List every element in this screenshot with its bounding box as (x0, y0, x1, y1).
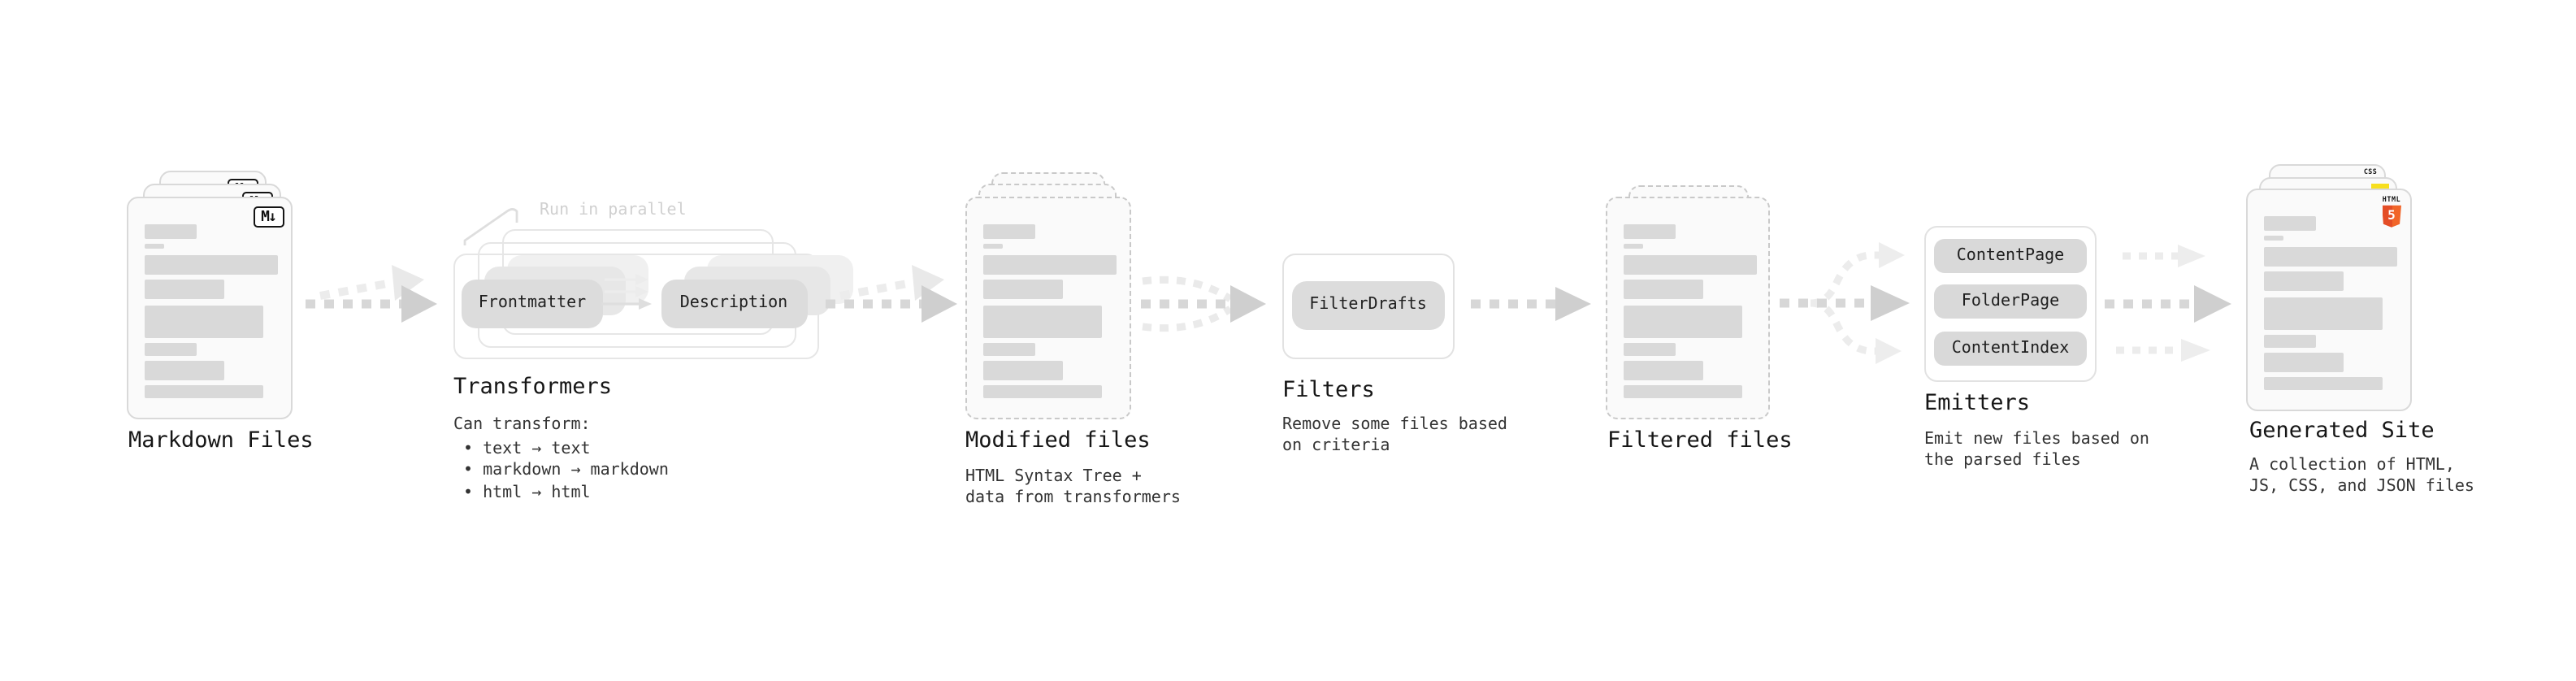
modified-files-title: Modified files (965, 427, 1151, 453)
text-line-placeholder (2264, 271, 2343, 291)
flow-arrow-light-icon (2116, 339, 2210, 362)
filter-drafts-pill: FilterDrafts (1292, 280, 1444, 329)
text-line-placeholder (145, 305, 262, 337)
transformers-heading: Can transform: (453, 416, 591, 434)
transformers-title: Transformers (453, 374, 613, 400)
flow-arrow-icon (2105, 285, 2231, 323)
filters-title: Filters (1282, 377, 1375, 403)
emitter-content-index-pill: ContentIndex (1934, 331, 2087, 365)
text-line-placeholder (2264, 334, 2316, 348)
emitter-content-page-pill: ContentPage (1934, 238, 2087, 272)
flow-arrow-parallel-icon (306, 265, 437, 323)
run-in-parallel-note: Run in parallel (540, 202, 687, 219)
emitters-description: Emit new files based on the parsed files (1924, 431, 2149, 472)
markdown-icon: M↓ (253, 206, 284, 227)
description-line: Emit new files based on (1924, 431, 2149, 449)
text-line-placeholder (1624, 305, 1741, 337)
description-line: A collection of HTML, (2249, 457, 2455, 475)
text-line-placeholder (1624, 243, 1642, 248)
html5-logo-icon: HTML 5 (2381, 196, 2402, 228)
text-line-placeholder (1624, 224, 1676, 238)
flow-arrow-icon (1471, 287, 1591, 321)
text-line-placeholder (2264, 377, 2382, 390)
text-line-placeholder (145, 342, 197, 356)
modified-file-card-front (965, 197, 1131, 419)
transformer-frontmatter-pill: Frontmatter (462, 279, 603, 327)
description-line: the parsed files (1924, 451, 2081, 470)
flow-arrow-parallel-icon (826, 265, 957, 323)
text-line-placeholder (1624, 280, 1702, 299)
filtered-files-title: Filtered files (1607, 427, 1793, 453)
text-line-placeholder (2264, 235, 2283, 240)
text-line-placeholder (2264, 353, 2343, 372)
text-line-placeholder (145, 243, 163, 248)
generated-html-file-card: HTML 5 (2246, 189, 2412, 411)
emitter-folder-page-pill: FolderPage (1934, 284, 2087, 319)
bullet-item: • markdown → markdown (463, 462, 669, 480)
bullet-item: • text → text (463, 440, 591, 458)
text-line-placeholder (1624, 361, 1702, 380)
text-line-placeholder (145, 385, 262, 398)
text-line-placeholder (983, 243, 1002, 248)
bullet-item: • html → html (463, 484, 591, 502)
flow-arrow-converge-icon (1141, 275, 1266, 332)
generated-site-title: Generated Site (2249, 418, 2435, 444)
text-line-placeholder (2264, 247, 2397, 267)
flow-arrow-fanout-icon (1780, 242, 1910, 364)
filtered-file-card-front (1606, 197, 1770, 419)
text-line-placeholder (1624, 385, 1741, 398)
text-line-placeholder (983, 280, 1062, 299)
filters-description: Remove some files based on criteria (1282, 416, 1507, 458)
markdown-files-title: Markdown Files (128, 427, 314, 453)
text-line-placeholder (145, 280, 223, 299)
text-line-placeholder (983, 342, 1035, 356)
text-line-placeholder (145, 224, 197, 238)
description-line: HTML Syntax Tree + (965, 468, 1142, 486)
flow-arrow-light-icon (2123, 245, 2205, 267)
emitters-title: Emitters (1924, 390, 2031, 416)
transformers-bullet-list: • text → text • markdown → markdown • ht… (453, 439, 669, 504)
text-line-placeholder (145, 361, 223, 380)
description-line: Remove some files based (1282, 416, 1507, 434)
description-line: on criteria (1282, 436, 1390, 455)
text-line-placeholder (983, 385, 1101, 398)
text-line-placeholder (2264, 216, 2316, 230)
text-line-placeholder (983, 255, 1117, 275)
text-line-placeholder (983, 361, 1062, 380)
description-line: data from transformers (965, 488, 1181, 507)
transformer-description-pill: Description (661, 279, 807, 327)
text-line-placeholder (983, 305, 1101, 337)
text-line-placeholder (1624, 255, 1757, 275)
js-file-icon (2371, 184, 2389, 193)
generated-site-description: A collection of HTML, JS, CSS, and JSON … (2249, 457, 2474, 498)
description-line: JS, CSS, and JSON files (2249, 477, 2474, 496)
text-line-placeholder (983, 224, 1035, 238)
text-line-placeholder (2264, 297, 2382, 329)
markdown-file-card-front: M↓ (127, 197, 293, 419)
modified-files-description: HTML Syntax Tree + data from transformer… (965, 468, 1181, 510)
text-line-placeholder (1624, 342, 1676, 356)
pill-to-pill-arrows-icon (601, 274, 652, 310)
note-leader-line (463, 208, 518, 245)
text-line-placeholder (145, 255, 278, 275)
